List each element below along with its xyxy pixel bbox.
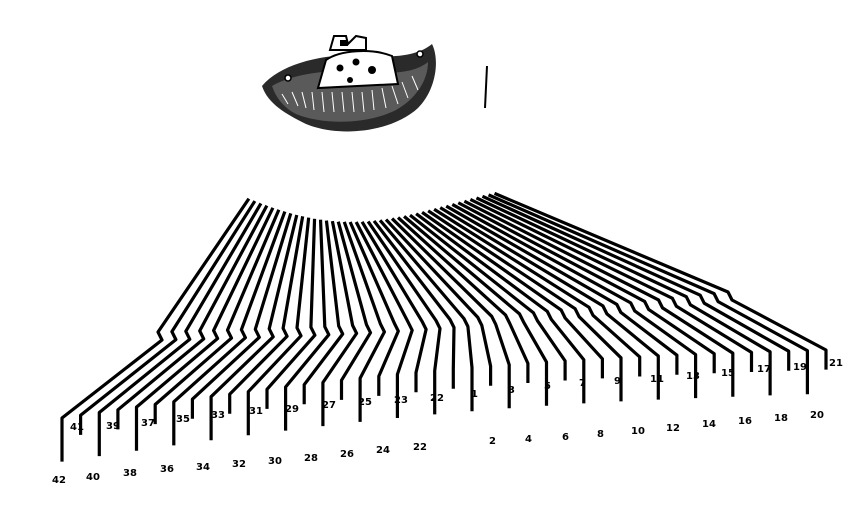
- typebar-27: [403, 215, 549, 406]
- label-5: 5: [544, 381, 551, 392]
- typebar-5: [134, 207, 275, 451]
- label-19: 19: [793, 362, 807, 373]
- typebar-42: [493, 191, 828, 370]
- label-40: 40: [86, 472, 100, 483]
- label-35: 35: [176, 414, 190, 425]
- label-26: 26: [340, 449, 354, 460]
- typebar-29: [415, 212, 586, 404]
- typebar-15: [321, 220, 359, 427]
- label-6: 6: [562, 432, 569, 443]
- typebar-21: [366, 220, 442, 415]
- typebar-28: [409, 213, 567, 381]
- typebar-3: [97, 202, 263, 457]
- typebar-34: [445, 204, 679, 375]
- label-42: 42: [52, 475, 66, 486]
- label-31: 31: [249, 406, 263, 417]
- label-10: 10: [631, 426, 645, 437]
- typebar-30: [421, 210, 604, 379]
- label-7: 7: [579, 378, 586, 389]
- typebar-9: [209, 214, 299, 441]
- label-20: 20: [810, 410, 824, 421]
- typebar-36: [457, 201, 716, 374]
- typebar-26: [396, 216, 530, 383]
- label-23: 23: [394, 395, 408, 406]
- label-3: 3: [508, 385, 515, 396]
- typebar-1: [60, 197, 251, 462]
- label-18: 18: [774, 413, 788, 424]
- typebar-37: [463, 199, 735, 397]
- label-27: 27: [322, 400, 336, 411]
- label-9: 9: [614, 376, 621, 387]
- label-39: 39: [106, 421, 120, 432]
- typebar-38: [469, 198, 754, 372]
- label-8: 8: [597, 429, 604, 440]
- label-22-lower: 22: [413, 442, 427, 453]
- typebar-fan: [60, 191, 828, 462]
- typebar-40: [481, 194, 791, 371]
- label-17: 17: [757, 364, 771, 375]
- label-25: 25: [358, 397, 372, 408]
- typebar-10: [228, 216, 305, 414]
- label-11: 11: [650, 374, 664, 385]
- typebar-31: [427, 209, 623, 402]
- typebar-20: [360, 221, 428, 393]
- label-33: 33: [211, 410, 225, 421]
- typebar-39: [475, 196, 772, 396]
- typebar-41: [487, 193, 809, 395]
- typebar-8: [190, 212, 293, 419]
- typebar-32: [433, 207, 642, 377]
- label-32: 32: [232, 459, 246, 470]
- typebar-2: [79, 200, 257, 435]
- typebar-4: [116, 204, 269, 430]
- label-34: 34: [196, 462, 210, 473]
- typebar-35: [451, 203, 698, 399]
- typebar-19: [354, 221, 414, 418]
- part-number-labels: 41 39 37 35 33 31 29 27 25 23 22 1 3 5 7…: [52, 358, 843, 486]
- label-4: 4: [525, 434, 532, 445]
- typebar-25: [390, 217, 511, 409]
- typebar-14: [302, 220, 345, 405]
- typebar-23: [378, 219, 474, 412]
- loose-pin-line: [484, 65, 488, 109]
- label-22-upper: 22: [430, 393, 444, 404]
- label-12: 12: [666, 423, 680, 434]
- typebar-7: [172, 211, 287, 446]
- label-14: 14: [702, 419, 716, 430]
- typebar-16: [336, 221, 373, 400]
- type-segment-illustration: [262, 34, 436, 132]
- label-30: 30: [268, 456, 282, 467]
- label-36: 36: [160, 464, 174, 475]
- label-21: 21: [829, 358, 843, 369]
- typebar-24: [384, 218, 493, 386]
- typebar-6: [153, 209, 281, 425]
- label-13: 13: [686, 371, 700, 382]
- label-2: 2: [489, 436, 496, 447]
- label-15: 15: [721, 368, 735, 379]
- label-37: 37: [141, 418, 155, 429]
- typebar-22: [372, 219, 456, 389]
- typebar-33: [439, 206, 660, 400]
- label-41: 41: [70, 422, 84, 433]
- label-28: 28: [304, 453, 318, 464]
- typebar-11: [246, 217, 311, 436]
- typebar-17: [342, 221, 386, 422]
- label-1: 1: [471, 389, 478, 400]
- label-29: 29: [285, 404, 299, 415]
- label-38: 38: [123, 468, 137, 479]
- typebar-12: [265, 218, 317, 409]
- label-24: 24: [376, 445, 390, 456]
- typebar-13: [284, 219, 331, 431]
- typebar-18: [348, 221, 400, 396]
- label-16: 16: [738, 416, 752, 427]
